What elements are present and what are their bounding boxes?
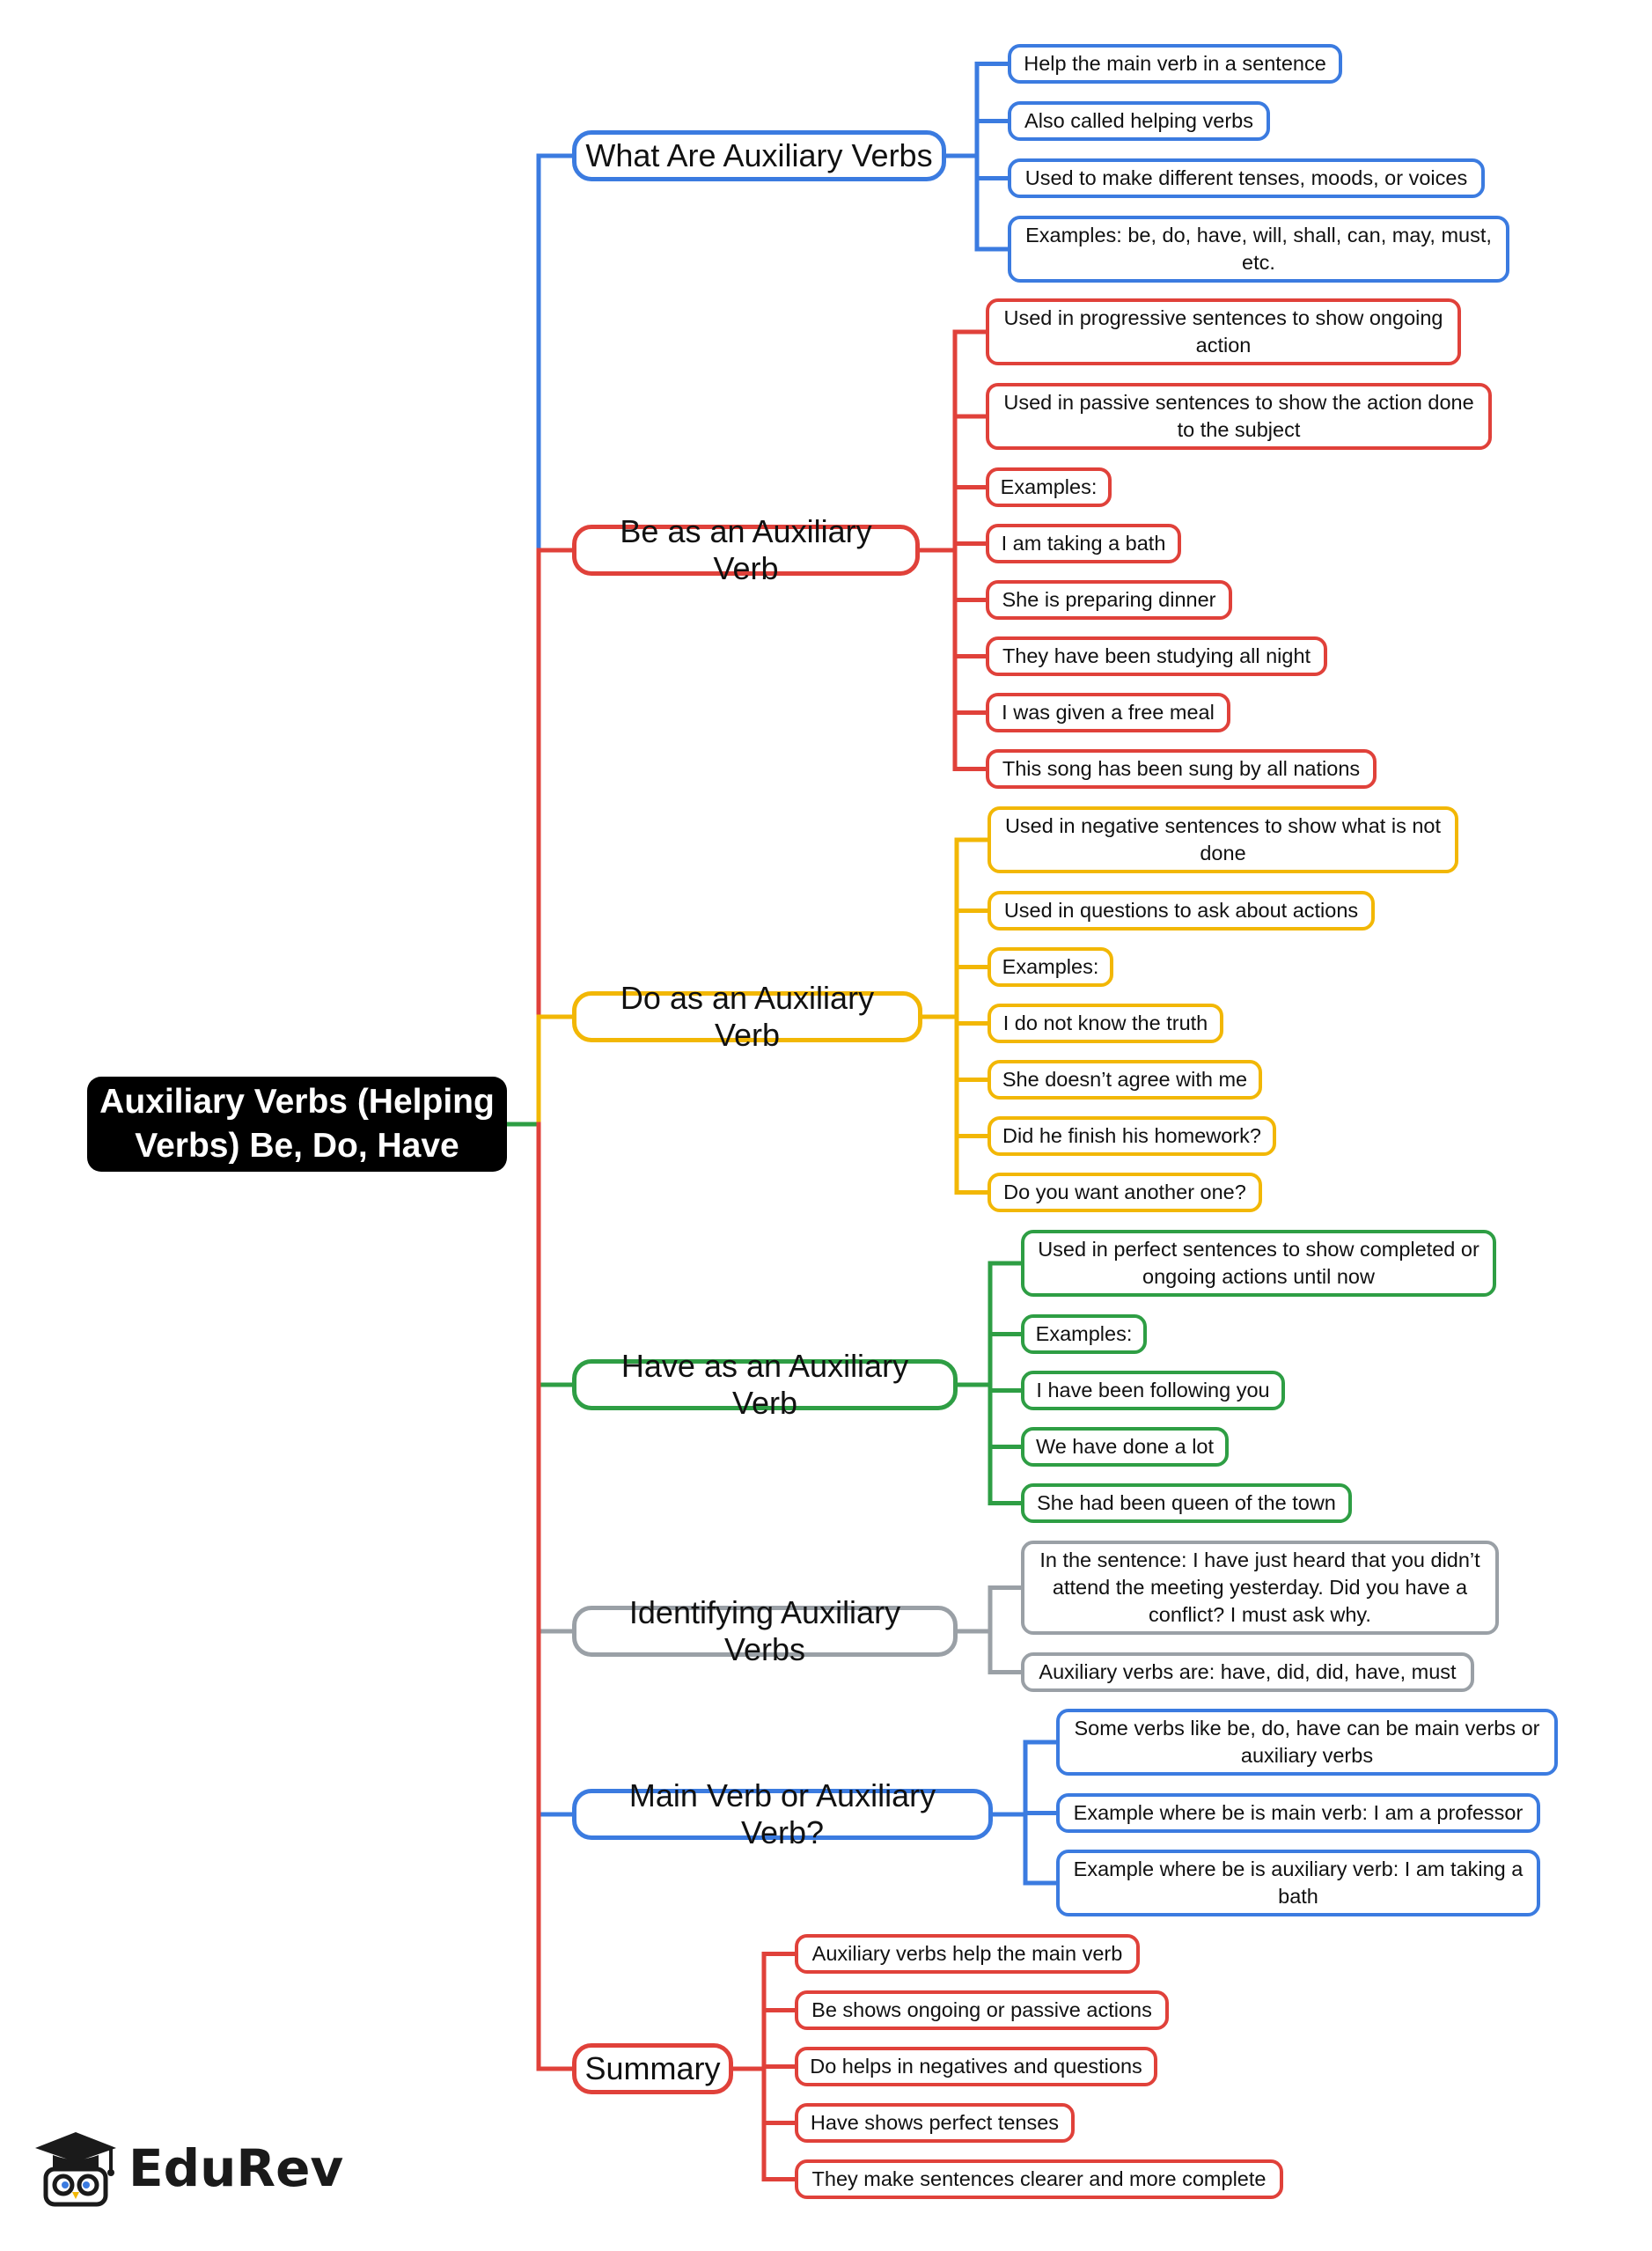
leaf-node: Have shows perfect tenses [795,2103,1075,2143]
leaf-label: Be shows ongoing or passive actions [811,1998,1152,2021]
branch-label: Do as an Auxiliary Verb [620,980,875,1053]
leaf-node: Examples: [986,467,1112,507]
branch-main-or-auxiliary: Main Verb or Auxiliary Verb? [572,1777,993,1850]
leaf-label: This song has been sung by all nations [1002,757,1361,780]
branch-label: Have as an Auxiliary Verb [620,1348,909,1421]
leaf-label: I have been following you [1036,1379,1270,1401]
branch-label: Main Verb or Auxiliary Verb? [628,1777,936,1850]
branch-label: Summary [584,2050,721,2086]
graduate-owl-icon [35,2132,116,2207]
leaf-label: Used in questions to ask about actions [1003,899,1359,922]
leaf-node: Examples: [988,947,1113,987]
leaf-node: I was given a free meal [986,693,1230,732]
leaf-node: Also called helping verbs [1008,101,1270,141]
leaf-node: Auxiliary verbs help the main verb [795,1934,1140,1974]
leaf-label: Auxiliary verbs help the main verb [811,1942,1123,1965]
leaf-node: She is preparing dinner [986,580,1232,620]
leaf-node: She doesn’t agree with me [988,1060,1262,1100]
branch-be-as-auxiliary: Be as an Auxiliary Verb [572,513,920,586]
leaf-node: They make sentences clearer and more com… [795,2159,1283,2199]
leaf-node: Used in passive sentences to show the ac… [986,383,1492,450]
leaf-label: Did he finish his homework? [1002,1124,1261,1147]
leaf-node: Used in negative sentences to show what … [988,806,1458,873]
leaf-label: Used in perfect sentences to show comple… [1038,1238,1479,1288]
leaf-label: In the sentence: I have just heard that … [1039,1548,1480,1626]
leaf-node: In the sentence: I have just heard that … [1021,1541,1499,1635]
leaf-label: She doesn’t agree with me [1002,1068,1248,1091]
leaf-node: Used in progressive sentences to show on… [986,298,1461,365]
edurev-logo: EduRev [33,2129,343,2208]
leaf-label: Examples: [1002,955,1099,978]
leaf-node: Used in questions to ask about actions [988,891,1375,931]
leaf-node: I am taking a bath [986,524,1181,563]
leaf-label: Also called helping verbs [1024,109,1253,132]
leaf-node: Example where be is auxiliary verb: I am… [1056,1850,1540,1916]
branch-identifying-auxiliary: Identifying Auxiliary Verbs [572,1594,958,1667]
leaf-label: Example where be is main verb: I am a pr… [1073,1801,1524,1824]
branch-label: Be as an Auxiliary Verb [620,513,872,586]
leaf-label: Example where be is auxiliary verb: I am… [1073,1857,1524,1908]
leaf-label: Auxiliary verbs are: have, did, did, hav… [1039,1660,1457,1683]
leaf-label: Have shows perfect tenses [810,2111,1060,2134]
leaf-label: Help the main verb in a sentence [1024,52,1326,75]
leaf-node: Auxiliary verbs are: have, did, did, hav… [1021,1652,1474,1692]
leaf-node: Used in perfect sentences to show comple… [1021,1230,1496,1297]
leaf-node: Help the main verb in a sentence [1008,44,1342,84]
leaf-label: Used to make different tenses, moods, or… [1024,166,1468,189]
leaf-node: Do helps in negatives and questions [795,2047,1157,2086]
leaf-node: I have been following you [1021,1371,1285,1410]
leaf-label: They make sentences clearer and more com… [811,2167,1267,2190]
branch-summary: Summary [572,2043,733,2094]
leaf-node: We have done a lot [1021,1427,1229,1467]
root-node: Auxiliary Verbs (Helping Verbs) Be, Do, … [87,1077,507,1172]
leaf-node: Examples: be, do, have, will, shall, can… [1008,216,1509,283]
leaf-node: They have been studying all night [986,636,1327,676]
logo-text: EduRev [128,2138,344,2198]
leaf-node: She had been queen of the town [1021,1483,1352,1523]
leaf-label: Used in passive sentences to show the ac… [1003,391,1474,441]
leaf-node: Examples: [1021,1314,1147,1354]
leaf-label: She had been queen of the town [1037,1491,1336,1514]
leaf-label: Used in progressive sentences to show on… [1003,306,1443,357]
leaf-node: Be shows ongoing or passive actions [795,1990,1169,2030]
leaf-label: Do you want another one? [1003,1181,1246,1203]
root-label: Auxiliary Verbs (Helping Verbs) Be, Do, … [99,1083,495,1165]
leaf-label: They have been studying all night [1002,644,1311,667]
leaf-node: Example where be is main verb: I am a pr… [1056,1793,1540,1833]
leaf-node: Some verbs like be, do, have can be main… [1056,1709,1558,1776]
leaf-label: Used in negative sentences to show what … [1004,814,1442,864]
leaf-label: Do helps in negatives and questions [810,2055,1142,2078]
leaf-label: I was given a free meal [1002,701,1215,724]
leaf-label: Some verbs like be, do, have can be main… [1074,1717,1540,1767]
branch-label: What Are Auxiliary Verbs [585,137,933,173]
leaf-label: I am taking a bath [1001,532,1166,555]
leaf-label: I do not know the truth [1002,1011,1208,1034]
leaf-node: I do not know the truth [988,1004,1223,1043]
leaf-node: This song has been sung by all nations [986,749,1377,789]
leaf-label: Examples: [1000,475,1098,498]
leaf-node: Do you want another one? [988,1173,1262,1212]
leaf-node: Did he finish his homework? [988,1116,1276,1156]
leaf-label: She is preparing dinner [1002,588,1216,611]
branch-have-as-auxiliary: Have as an Auxiliary Verb [572,1348,958,1421]
branch-what-are-auxiliary-verbs: What Are Auxiliary Verbs [572,130,946,181]
leaf-label: Examples: [1035,1322,1133,1345]
branch-label: Identifying Auxiliary Verbs [628,1594,901,1667]
leaf-label: We have done a lot [1035,1435,1215,1458]
leaf-node: Used to make different tenses, moods, or… [1008,158,1485,198]
branch-do-as-auxiliary: Do as an Auxiliary Verb [572,980,922,1053]
leaf-label: Examples: be, do, have, will, shall, can… [1025,224,1492,274]
